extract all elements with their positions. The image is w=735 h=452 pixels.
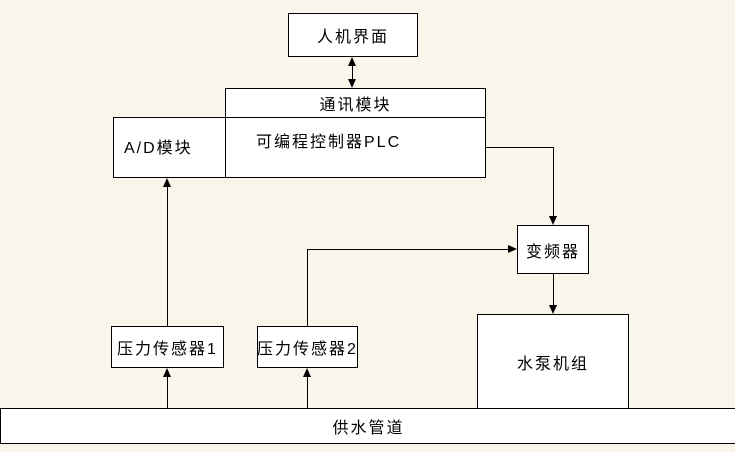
arrow-down-icon	[348, 79, 356, 88]
arrow-up-icon	[163, 178, 171, 187]
arrow-up-icon	[348, 57, 356, 66]
node-comm-label: 通讯模块	[319, 97, 392, 114]
node-water-pipe: 供水管道	[0, 408, 735, 444]
connector-line	[553, 274, 554, 307]
node-inverter: 变频器	[517, 225, 589, 274]
arrow-up-icon	[303, 368, 311, 377]
connector-line	[167, 185, 168, 326]
connector-line	[485, 147, 554, 148]
connector-line	[307, 375, 308, 408]
node-plc-label: 可编程控制器PLC	[256, 134, 402, 151]
connector-line	[307, 249, 510, 250]
node-pressure-sensor-2: 压力传感器2	[257, 326, 358, 368]
node-pump-label: 水泵机组	[516, 355, 589, 373]
arrow-up-icon	[163, 368, 171, 377]
node-hmi: 人机界面	[288, 13, 418, 57]
node-ad-module: A/D模块	[113, 117, 226, 178]
node-hmi-label: 人机界面	[316, 29, 389, 46]
node-inverter-label: 变频器	[525, 243, 580, 261]
node-sensor2-label: 压力传感器2	[257, 341, 358, 358]
connector-line	[167, 375, 168, 408]
node-pressure-sensor-1: 压力传感器1	[111, 326, 224, 368]
node-pump-unit: 水泵机组	[477, 314, 629, 409]
node-plc: 可编程控制器PLC	[225, 117, 486, 178]
connector-line	[307, 249, 308, 326]
arrow-down-icon	[549, 216, 557, 225]
node-comm-module: 通讯模块	[225, 88, 486, 118]
arrow-right-icon	[508, 245, 517, 253]
connector-line	[553, 147, 554, 218]
node-pipe-label: 供水管道	[332, 420, 405, 437]
node-sensor1-label: 压力传感器1	[117, 341, 218, 358]
arrow-down-icon	[549, 305, 557, 314]
node-ad-label: A/D模块	[124, 140, 193, 157]
connector-line	[352, 64, 353, 81]
